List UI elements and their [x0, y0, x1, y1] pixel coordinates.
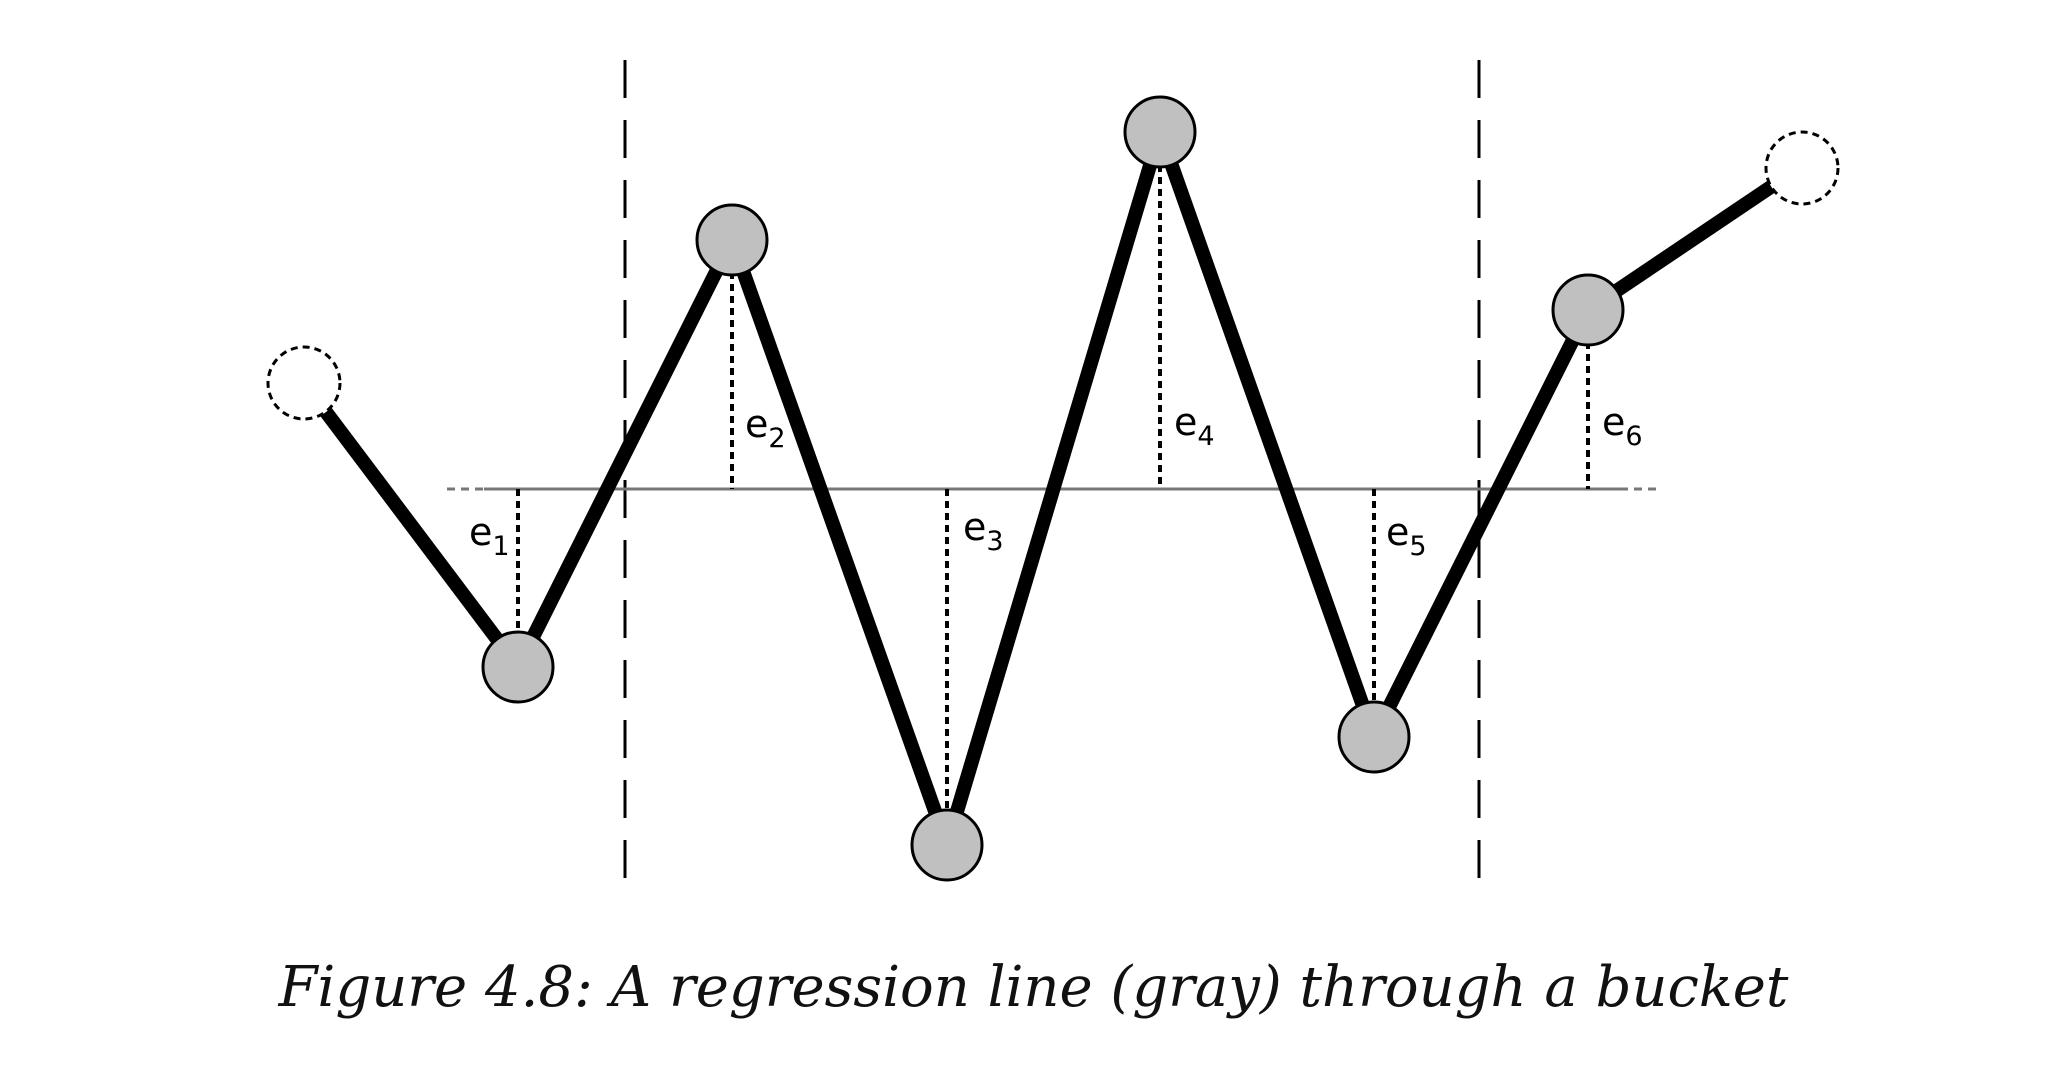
data-point-4 — [1123, 95, 1197, 169]
data-point-2 — [695, 203, 769, 277]
residual-label-e3: e3 — [963, 505, 1004, 557]
outside-point-left — [266, 345, 342, 421]
residual-label-e2: e2 — [745, 402, 786, 454]
data-point-3 — [910, 808, 984, 882]
data-point-1 — [481, 630, 555, 704]
residual-label-e1: e1 — [469, 510, 510, 562]
outside-point-right — [1764, 130, 1840, 206]
data-point-5 — [1337, 700, 1411, 774]
data-path — [320, 109, 1803, 868]
residual-label-e4: e4 — [1174, 400, 1215, 452]
residual-label-e6: e6 — [1602, 400, 1643, 452]
residual-label-e5: e5 — [1386, 510, 1427, 562]
residual-lines — [516, 165, 1590, 815]
figure-caption: Figure 4.8: A regression line (gray) thr… — [278, 955, 1789, 1020]
data-point-6 — [1551, 273, 1625, 347]
